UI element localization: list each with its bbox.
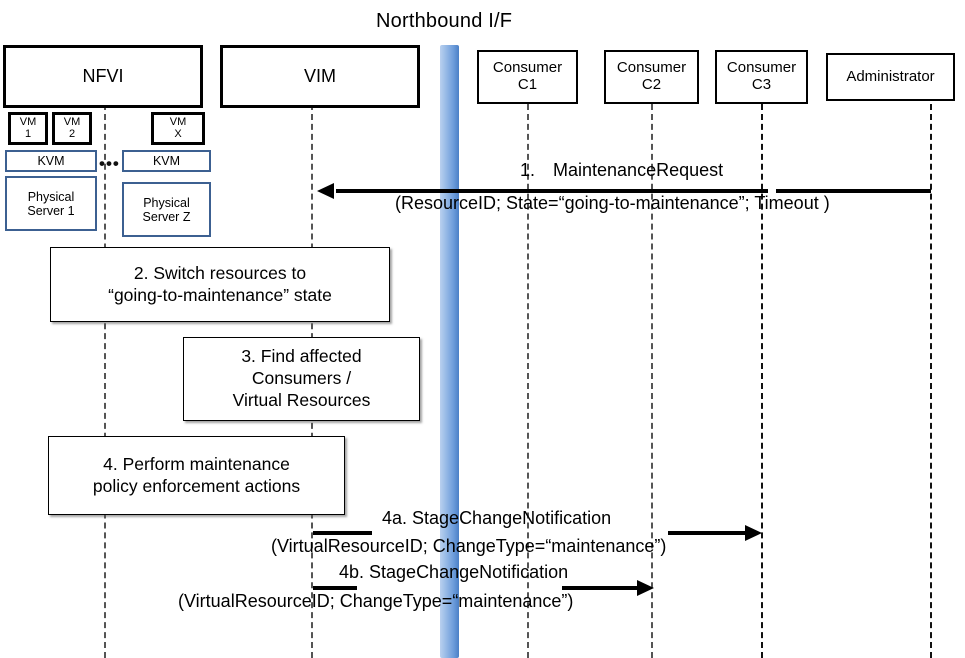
diagram-title: Northbound I/F: [376, 10, 513, 32]
message-1-label-line2: (ResourceID; State=“going-to-maintenance…: [395, 193, 830, 213]
lifeline-consumer-c1: [527, 104, 529, 658]
vm-box-x[interactable]: VM X: [151, 112, 205, 145]
actor-label-consumer-c3: Consumer C3: [726, 59, 797, 93]
step-label-3: 3. Find affected Consumers / Virtual Res…: [232, 346, 371, 410]
actor-label-consumer-c1: Consumer C1: [492, 59, 563, 93]
message-4a-label-line2: (VirtualResourceID; ChangeType=“maintena…: [271, 536, 667, 556]
kvm-label-2: KVM: [152, 154, 181, 168]
step-box-2[interactable]: 2. Switch resources to “going-to-mainten…: [50, 247, 390, 322]
lifeline-administrator: [930, 104, 932, 658]
message-1-arrow-line-b: [776, 189, 931, 193]
northbound-interface-bar: [440, 45, 459, 658]
actor-label-consumer-c2: Consumer C2: [616, 59, 687, 93]
vm-box-2[interactable]: VM 2: [52, 112, 92, 145]
message-4b-label-line1: 4b. StageChangeNotification: [339, 562, 569, 582]
step-label-4: 4. Perform maintenance policy enforcemen…: [92, 453, 301, 496]
lifeline-nfvi: [104, 104, 106, 658]
message-4b-arrow-line-b: [562, 586, 640, 590]
actor-label-administrator: Administrator: [846, 67, 935, 85]
actor-box-consumer-c1[interactable]: Consumer C1: [477, 50, 578, 104]
lifeline-consumer-c2: [651, 104, 653, 658]
ellipsis-indicator: •••: [99, 154, 120, 173]
actor-label-nfvi: NFVI: [82, 66, 124, 87]
step-box-3[interactable]: 3. Find affected Consumers / Virtual Res…: [183, 337, 420, 421]
physical-server-box-1[interactable]: Physical Server 1: [5, 176, 97, 231]
message-4a-arrow-line-a: [313, 531, 372, 535]
vm-box-1[interactable]: VM 1: [8, 112, 48, 145]
message-4b-arrow-line-a: [313, 586, 357, 590]
message-4a-label-line1: 4a. StageChangeNotification: [382, 508, 612, 528]
actor-box-consumer-c3[interactable]: Consumer C3: [715, 50, 808, 104]
kvm-box-1[interactable]: KVM: [5, 150, 97, 172]
vm-label-2: VM 2: [63, 115, 81, 140]
actor-box-administrator[interactable]: Administrator: [826, 53, 955, 101]
message-4a-arrowhead: [745, 525, 762, 541]
vm-label-1: VM 1: [19, 115, 37, 140]
physical-server-label-1: Physical Server 1: [27, 189, 75, 218]
kvm-box-2[interactable]: KVM: [122, 150, 211, 172]
actor-box-nfvi[interactable]: NFVI: [3, 45, 203, 108]
kvm-label-1: KVM: [37, 154, 65, 168]
message-4a-arrow-line-b: [668, 531, 748, 535]
actor-box-consumer-c2[interactable]: Consumer C2: [604, 50, 699, 104]
physical-server-box-z[interactable]: Physical Server Z: [122, 182, 211, 237]
lifeline-consumer-c3: [761, 104, 763, 658]
message-1-arrowhead: [317, 183, 334, 199]
step-box-4[interactable]: 4. Perform maintenance policy enforcemen…: [48, 436, 345, 515]
vm-label-x: VM X: [169, 115, 187, 140]
message-1-label-line1: 1. MaintenanceRequest: [520, 160, 724, 180]
actor-label-vim: VIM: [303, 66, 336, 87]
actor-box-vim[interactable]: VIM: [220, 45, 420, 108]
message-4b-arrowhead: [637, 580, 654, 596]
message-4b-label-line2: (VirtualResourceID; ChangeType=“maintena…: [178, 591, 574, 611]
physical-server-label-z: Physical Server Z: [142, 195, 191, 224]
step-label-2: 2. Switch resources to “going-to-mainten…: [108, 262, 332, 305]
message-1-arrow-line-a: [336, 189, 768, 193]
